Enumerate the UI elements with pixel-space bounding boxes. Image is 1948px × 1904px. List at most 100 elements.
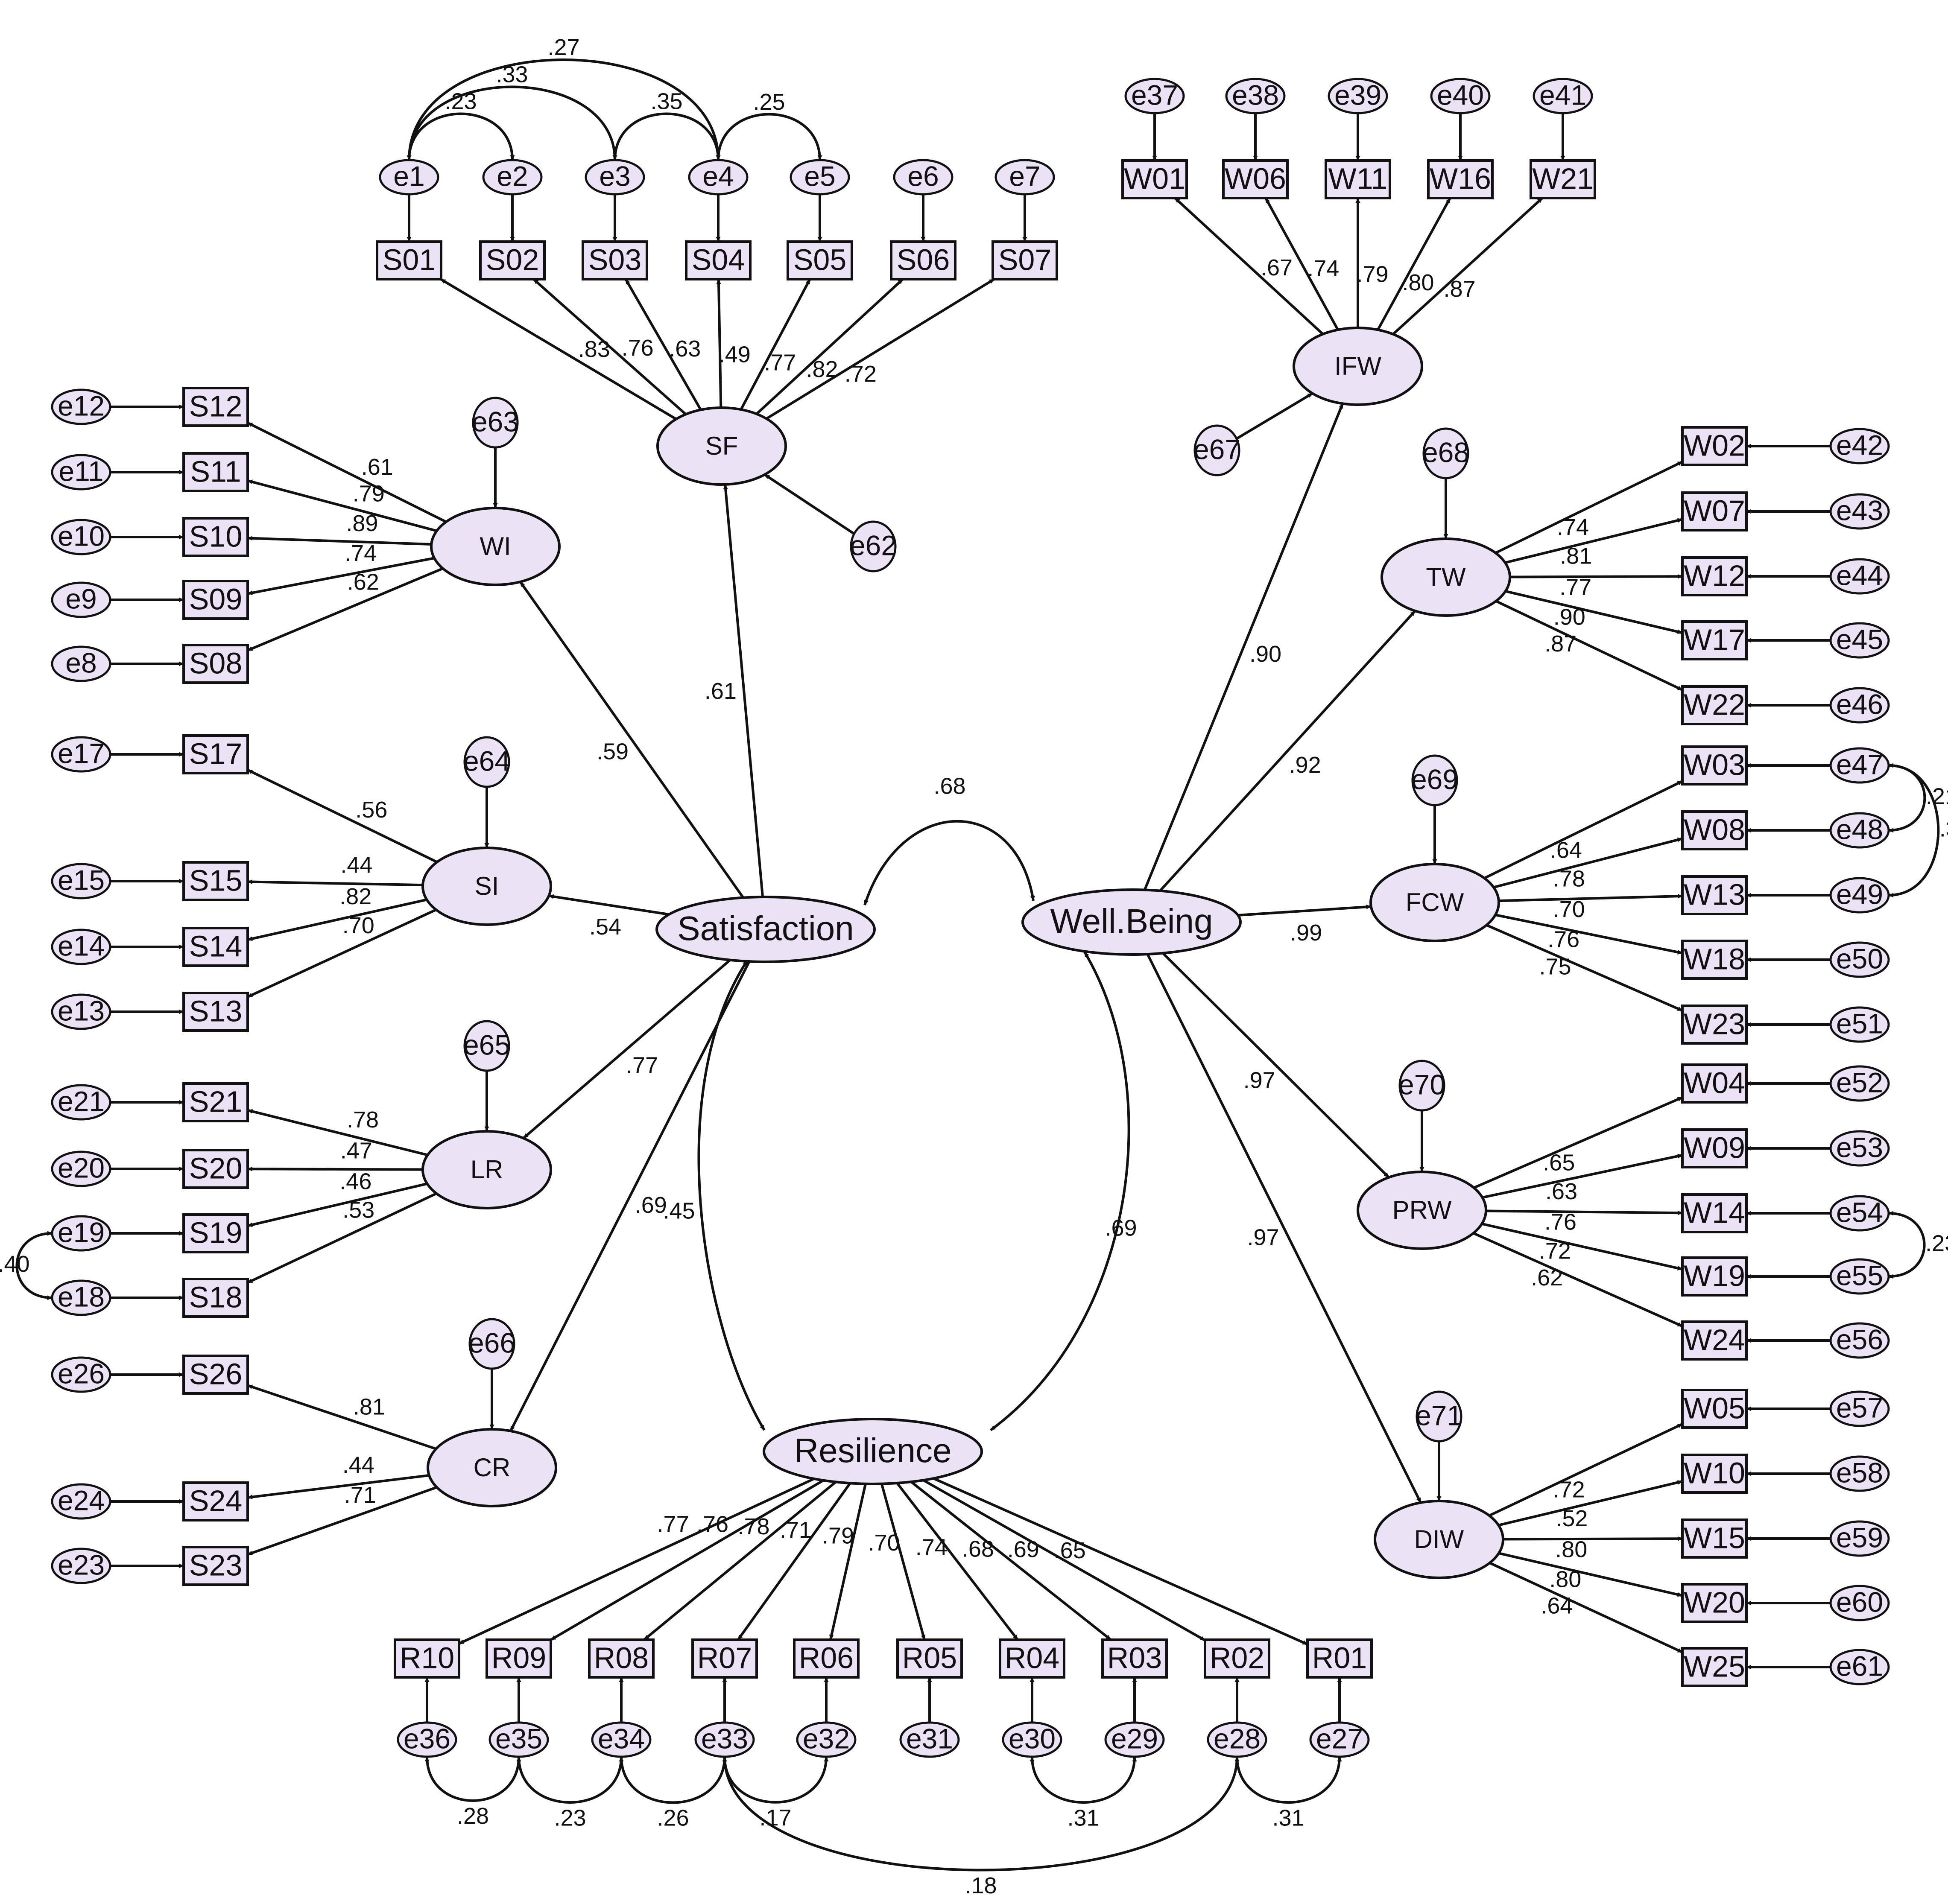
loading-value-w13: .70: [1553, 897, 1585, 922]
loading-w21: [1392, 197, 1543, 336]
loading-value-w22: .87: [1544, 631, 1577, 657]
loading-s23: [247, 1486, 437, 1556]
error-label-e38: e38: [1232, 79, 1279, 111]
indicator-w09: [1681, 1128, 1748, 1168]
latent-label-wi: WI: [480, 532, 511, 561]
latent-label-resilience: Resilience: [794, 1431, 951, 1469]
loading-value-s09: .74: [345, 540, 377, 566]
loading-s05: [740, 278, 811, 410]
error-label-e59: e59: [1836, 1521, 1883, 1553]
loading-s15: [247, 879, 423, 887]
indicator-label-s08: S08: [189, 646, 243, 680]
indicator-s02: [479, 240, 546, 280]
loading-s10: [247, 536, 432, 546]
loading-value-r01: .65: [1054, 1538, 1086, 1563]
edge-layer: [15, 58, 1940, 1872]
indicator-s20: [182, 1149, 249, 1189]
indicator-label-s26: S26: [189, 1357, 243, 1390]
loading-value-s05: .77: [764, 350, 796, 375]
indicator-w23: [1681, 1005, 1748, 1045]
indicator-w16: [1427, 159, 1494, 199]
loading-value-s03: .63: [669, 336, 701, 362]
covariance-e33-e32: [722, 1756, 829, 1804]
error-label-e6: e6: [907, 160, 939, 192]
indicator-w02: [1681, 426, 1748, 466]
error-label-e54: e54: [1836, 1196, 1883, 1228]
indicator-w06: [1222, 159, 1289, 199]
covariance-e28-e27-value: .31: [1272, 1805, 1304, 1831]
error-label-e19: e19: [58, 1216, 105, 1248]
indicator-w05: [1681, 1389, 1748, 1429]
loading-value-r02: .69: [1007, 1537, 1039, 1562]
loading-value-w14: .76: [1544, 1209, 1577, 1235]
loading-value-w03: .64: [1550, 837, 1582, 863]
loading-value-s02: .76: [622, 335, 654, 361]
error-label-e61: e61: [1836, 1650, 1883, 1682]
error-e35: [488, 1721, 549, 1758]
error-e39: [1328, 78, 1388, 114]
indicator-s13: [182, 992, 249, 1032]
loading-value-w01: .67: [1261, 255, 1293, 280]
error-label-e57: e57: [1836, 1392, 1883, 1423]
latent-label-fcw: FCW: [1406, 888, 1464, 917]
error-e11: [51, 454, 111, 491]
latent-wellbeing: [1021, 888, 1242, 956]
disturbance-e69: [1411, 754, 1458, 806]
indicator-w11: [1325, 159, 1391, 199]
error-label-e4: e4: [702, 160, 734, 192]
loading-w05: [1489, 1422, 1683, 1517]
error-label-e20: e20: [58, 1152, 105, 1183]
indicator-label-s19: S19: [189, 1216, 243, 1249]
loading-r01: [933, 1477, 1308, 1646]
error-e17: [51, 736, 111, 773]
disturbance-path-e67: [1236, 392, 1313, 440]
indicator-r10: [394, 1638, 460, 1679]
indicator-w01: [1121, 159, 1188, 199]
indicator-label-w23: W23: [1684, 1007, 1745, 1040]
disturbance-e71: [1416, 1390, 1462, 1443]
loading-r04: [896, 1482, 1019, 1641]
loading-value-w02: .74: [1557, 514, 1589, 540]
error-label-e21: e21: [58, 1085, 105, 1117]
error-e45: [1829, 622, 1890, 659]
indicator-label-s14: S14: [189, 929, 243, 963]
indicator-r08: [588, 1638, 655, 1679]
indicator-label-w20: W20: [1684, 1586, 1745, 1619]
disturbance-label-e69: e69: [1411, 763, 1458, 795]
error-label-e29: e29: [1111, 1723, 1158, 1754]
disturbance-label-e70: e70: [1398, 1069, 1445, 1100]
loading-value-s17: .56: [355, 797, 387, 823]
error-e4: [688, 159, 749, 196]
indicator-w24: [1681, 1320, 1748, 1361]
loading-value-w23: .75: [1539, 954, 1571, 979]
indicator-label-s18: S18: [189, 1280, 243, 1314]
loading-value-s01: .83: [578, 336, 610, 362]
indicator-label-s21: S21: [189, 1085, 243, 1118]
disturbance-e63: [472, 397, 519, 449]
loading-s18: [247, 1192, 437, 1284]
disturbance-e64: [463, 736, 510, 788]
error-label-e13: e13: [58, 995, 105, 1026]
loading-w09: [1482, 1153, 1683, 1199]
error-label-e15: e15: [58, 864, 105, 896]
latent-label-diw: DIW: [1414, 1525, 1464, 1554]
path-satisfaction-lr: [522, 959, 731, 1139]
loading-w12: [1509, 574, 1683, 579]
error-e34: [591, 1721, 652, 1758]
error-label-e7: e7: [1009, 160, 1040, 192]
error-e51: [1829, 1006, 1890, 1043]
indicator-label-s03: S03: [588, 243, 642, 276]
error-label-e3: e3: [599, 160, 630, 192]
loading-r06: [829, 1483, 867, 1640]
loading-w03: [1483, 780, 1683, 879]
covariance-e54-e55: [1888, 1211, 1926, 1279]
loading-w16: [1377, 197, 1451, 330]
path-satisfaction-si: [548, 894, 670, 916]
latent-label-satisfaction: Satisfaction: [677, 909, 854, 947]
indicator-s06: [890, 240, 956, 280]
error-label-e36: e36: [404, 1723, 450, 1754]
error-label-e49: e49: [1836, 878, 1883, 910]
indicator-s23: [182, 1546, 249, 1586]
disturbance-e70: [1398, 1060, 1445, 1112]
covariance-e33-e28: [722, 1756, 1240, 1872]
